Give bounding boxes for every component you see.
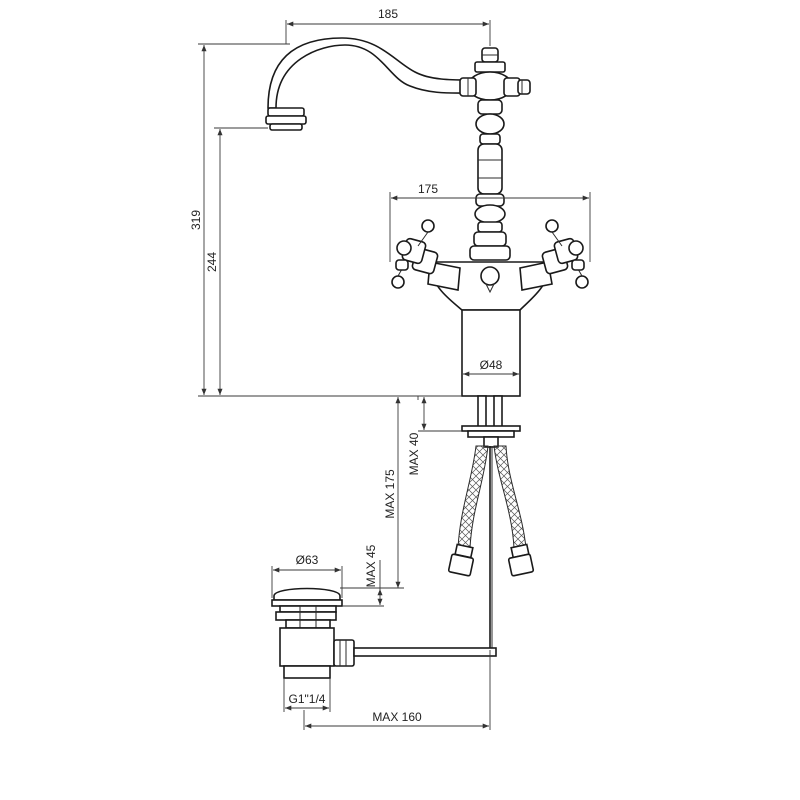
column: [469, 99, 511, 261]
label-waste-diameter: Ø63: [296, 553, 319, 567]
label-overall-height: 319: [189, 210, 203, 230]
base-cylinder: [461, 309, 521, 397]
label-max-waste-depth: MAX 45: [364, 544, 378, 587]
lift-rod: [353, 647, 497, 657]
faucet-assembly: [265, 37, 589, 397]
pop-up-waste: [271, 587, 497, 679]
dimension-labels: 185 319 244 175 Ø48 MAX 40 MAX 175 Ø63 M…: [189, 7, 503, 724]
label-max-hose-length: MAX 175: [383, 469, 397, 519]
centre-boss: [480, 266, 500, 286]
label-body-diameter: Ø48: [480, 358, 503, 372]
spout: [267, 37, 469, 109]
flex-hose-right: [493, 445, 527, 549]
left-handle: [391, 219, 461, 291]
label-handle-span: 175: [418, 182, 438, 196]
right-handle: [519, 219, 589, 291]
aerator: [265, 107, 307, 131]
label-max-deck-thickness: MAX 40: [407, 432, 421, 475]
dimension-lines: [198, 20, 591, 730]
label-spout-reach: 185: [378, 7, 398, 21]
top-finial: [459, 47, 531, 101]
lever-coupling: [333, 639, 355, 667]
waste-body: [279, 627, 335, 667]
flex-hose-left: [457, 445, 489, 549]
label-waste-thread: G1"1/4: [289, 692, 326, 706]
below-deck-assembly: [447, 395, 535, 650]
label-max-rod-reach: MAX 160: [372, 710, 422, 724]
label-spout-height: 244: [205, 252, 219, 272]
